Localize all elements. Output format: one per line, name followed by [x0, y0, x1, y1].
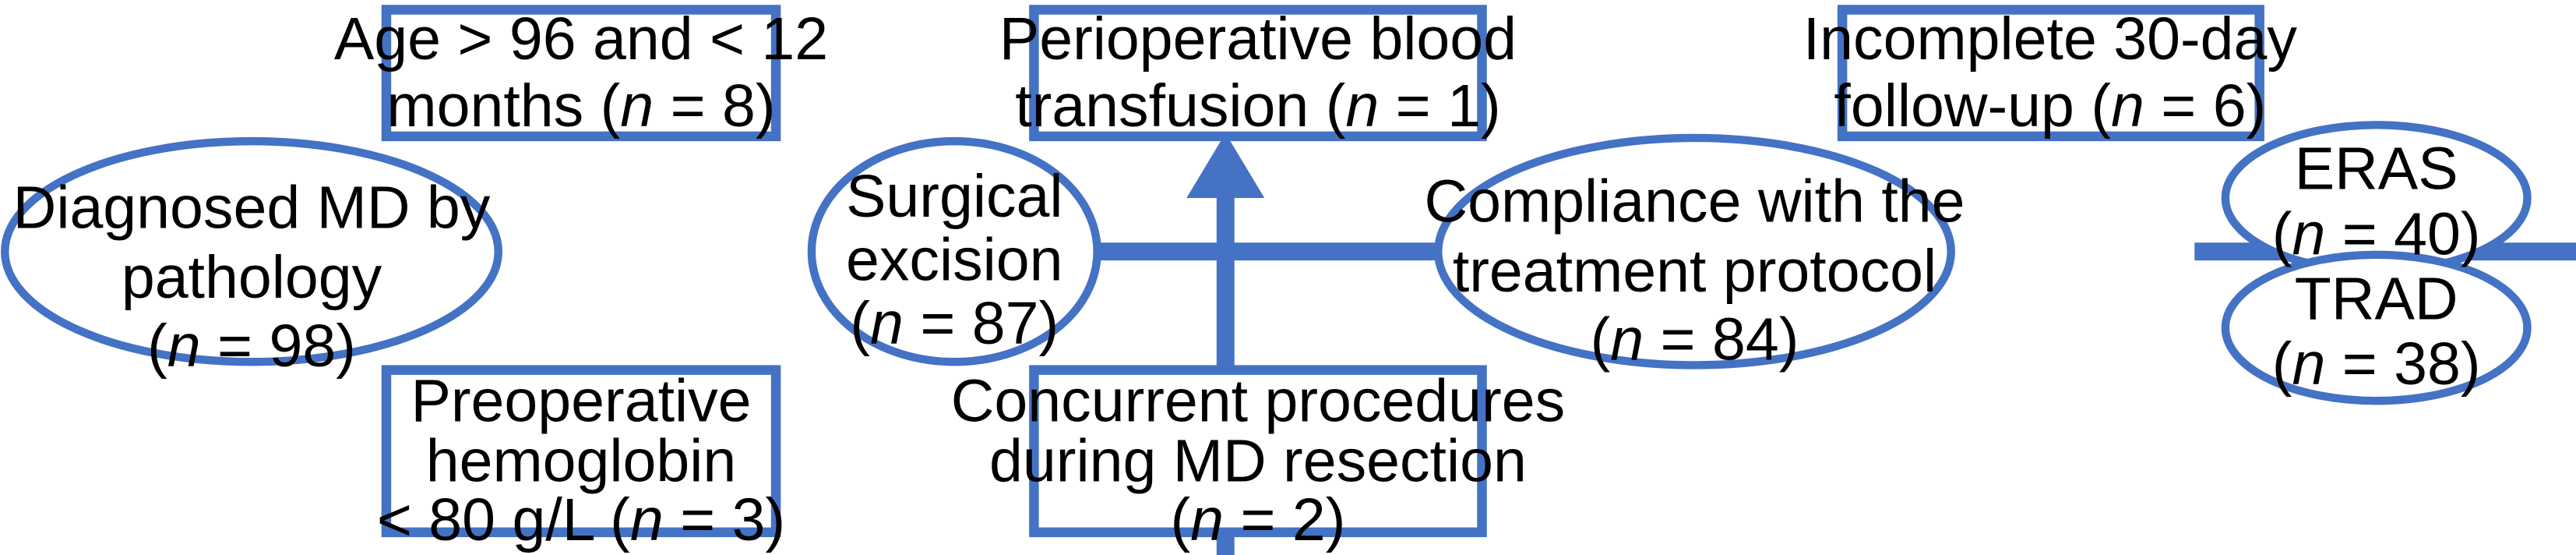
svg-text:treatment protocol: treatment protocol: [1453, 238, 1936, 305]
perioperative-transfusion-box-shape[interactable]: [1029, 5, 1487, 142]
diagnosed-md-ellipse-shape[interactable]: [1, 136, 502, 366]
concurrent-procedures-box-label: Concurrent procedures during MD resectio…: [951, 368, 1565, 553]
node-line: TRAD: [2295, 266, 2458, 333]
node-line: treatment protocol: [1453, 238, 1936, 305]
surgical-excision-ellipse-label: Surgical excision (n = 87): [846, 164, 1062, 357]
svg-text:transfusion (n = 1): transfusion (n = 1): [1015, 72, 1500, 140]
incomplete-followup-box-label: Incomplete 30-day follow-up (n = 6): [1803, 6, 2298, 140]
age-exclusion-box-shape[interactable]: [381, 5, 781, 142]
preoperative-hemoglobin-box-shape[interactable]: [381, 365, 781, 538]
node-line: pathology: [122, 245, 382, 312]
svg-text:(n = 2): (n = 2): [1170, 486, 1345, 553]
nodes-layer: [1, 5, 2532, 538]
trad-group-ellipse-shape[interactable]: [2221, 250, 2532, 405]
svg-text:Compliance with the: Compliance with the: [1424, 168, 1965, 235]
node-line: Preoperative: [411, 368, 751, 435]
eras-group-ellipse-label: ERAS (n = 40): [2272, 136, 2481, 267]
node-line: Incomplete 30-day: [1803, 6, 2298, 73]
surgical-excision-ellipse-shape[interactable]: [807, 136, 1101, 366]
labels-layer: Diagnosed MD by pathology (n = 98) Age >…: [13, 6, 2481, 553]
svg-text:(n = 40): (n = 40): [2272, 200, 2481, 267]
node-line: Age > 96 and < 12: [334, 6, 828, 73]
age-exclusion-box-label: Age > 96 and < 12 months (n = 8): [334, 6, 828, 140]
svg-text:(n = 84): (n = 84): [1591, 306, 1799, 373]
svg-text:follow-up (n = 6): follow-up (n = 6): [1834, 72, 2266, 140]
svg-text:months (n = 8): months (n = 8): [386, 72, 775, 140]
compliance-protocol-ellipse-shape[interactable]: [1434, 133, 1955, 369]
svg-text:pathology: pathology: [122, 245, 382, 312]
trad-group-ellipse-label: TRAD (n = 38): [2272, 266, 2481, 398]
node-line: Perioperative blood: [999, 6, 1517, 73]
preoperative-hemoglobin-box-label: Preoperative hemoglobin < 80 g/L (n = 3): [377, 368, 785, 553]
concurrent-procedures-box-shape[interactable]: [1029, 365, 1487, 538]
svg-text:TRAD: TRAD: [2295, 266, 2458, 333]
svg-text:Diagnosed MD by: Diagnosed MD by: [13, 175, 491, 242]
svg-text:during MD resection: during MD resection: [989, 428, 1527, 495]
svg-text:Perioperative blood: Perioperative blood: [999, 6, 1517, 73]
svg-text:hemoglobin: hemoglobin: [426, 428, 737, 495]
svg-text:Concurrent procedures: Concurrent procedures: [951, 368, 1565, 435]
svg-text:< 80 g/L (n = 3): < 80 g/L (n = 3): [377, 486, 785, 553]
perioperative-transfusion-box-label: Perioperative blood transfusion (n = 1): [999, 6, 1517, 140]
node-line: during MD resection: [989, 428, 1527, 495]
svg-text:(n = 98): (n = 98): [147, 313, 356, 380]
svg-text:(n = 87): (n = 87): [850, 290, 1059, 357]
svg-text:(n = 38): (n = 38): [2272, 331, 2481, 398]
svg-text:Surgical: Surgical: [846, 164, 1062, 231]
incomplete-followup-box-shape[interactable]: [1837, 5, 2264, 142]
node-line: ERAS: [2295, 136, 2458, 203]
node-line: Surgical: [846, 164, 1062, 231]
node-line: Concurrent procedures: [951, 368, 1565, 435]
svg-text:Age > 96 and < 12: Age > 96 and < 12: [334, 6, 828, 73]
compliance-protocol-ellipse-label: Compliance with the treatment protocol (…: [1424, 168, 1965, 373]
svg-text:Preoperative: Preoperative: [411, 368, 751, 435]
svg-text:excision: excision: [846, 227, 1062, 294]
node-line: Diagnosed MD by: [13, 175, 491, 242]
svg-text:Incomplete 30-day: Incomplete 30-day: [1803, 6, 2298, 73]
diagnosed-md-ellipse-label: Diagnosed MD by pathology (n = 98): [13, 175, 491, 380]
node-line: hemoglobin: [426, 428, 737, 495]
svg-text:ERAS: ERAS: [2295, 136, 2458, 203]
edge-to-age-exclusion: [1186, 133, 1265, 252]
node-line: Compliance with the: [1424, 168, 1965, 235]
node-line: excision: [846, 227, 1062, 294]
